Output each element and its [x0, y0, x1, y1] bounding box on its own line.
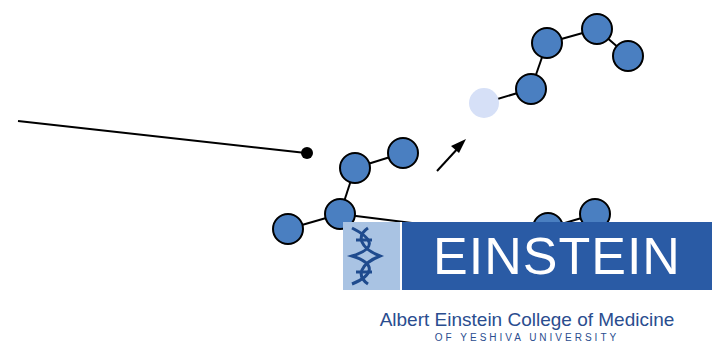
- logo-band: [402, 222, 712, 290]
- faded-bead: [469, 88, 499, 118]
- pointer-dot: [301, 147, 313, 159]
- arrow-head: [451, 139, 466, 153]
- affiliation-line: OF YESHIVA UNIVERSITY: [435, 333, 619, 343]
- pointer-line: [18, 121, 306, 153]
- chain-beads: [516, 14, 643, 104]
- dna-emblem: [352, 228, 380, 284]
- logo-wordmark: EINSTEIN: [433, 230, 681, 282]
- institution-name: Albert Einstein College of Medicine: [380, 310, 675, 329]
- logo-ground: [343, 222, 712, 290]
- logo-emblem-box: [343, 222, 400, 290]
